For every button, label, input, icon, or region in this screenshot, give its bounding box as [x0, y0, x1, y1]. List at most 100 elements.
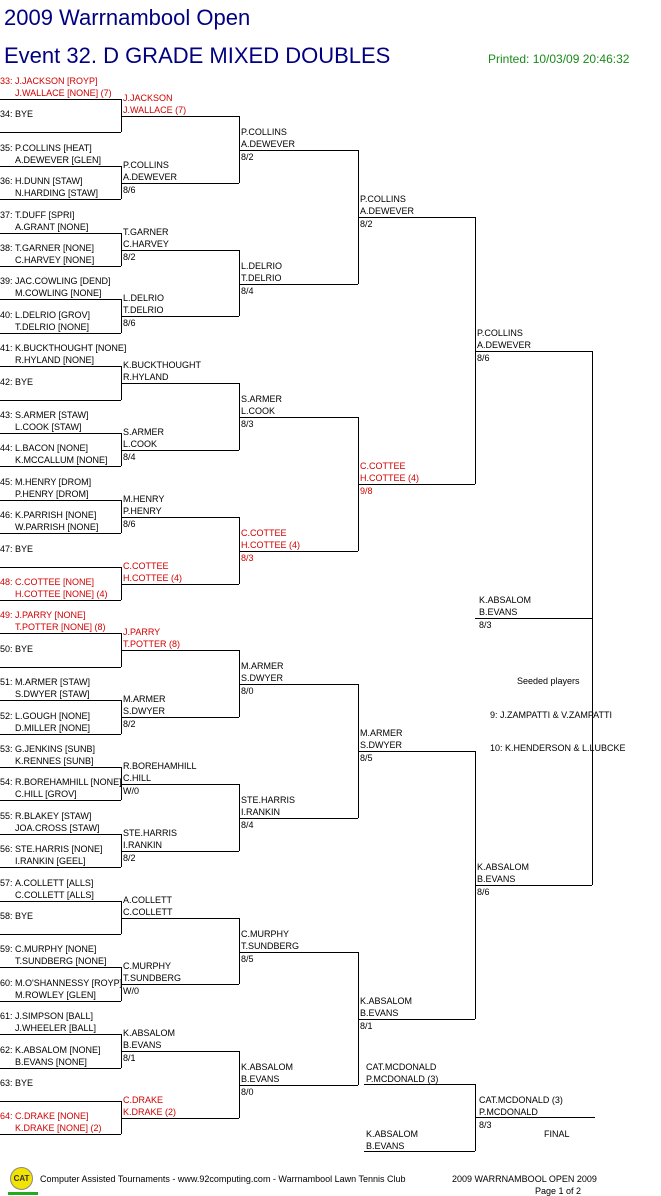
entry-player-b: W.PARRISH [NONE] [15, 522, 99, 533]
entry-player-b: T.SUNDBERG [NONE] [15, 956, 107, 967]
match-score: 8/6 [123, 518, 136, 529]
entry-player-b: M.ROWLEY [GLEN] [15, 989, 96, 1000]
footer-page: Page 1 of 2 [535, 1186, 582, 1196]
entry-number: 42: [0, 376, 13, 387]
playoff-bot-b: B.EVANS [366, 1141, 405, 1151]
entry-player-a: L.BACON [NONE] [15, 443, 89, 454]
match-winner-a: C.MURPHY [241, 928, 290, 939]
match-score: 8/0 [241, 1087, 254, 1098]
entry-player-a: K.PARRISH [NONE] [15, 510, 97, 521]
event-title: Event 32. D GRADE MIXED DOUBLES [4, 43, 391, 68]
match-winner-a: K.ABSALOM [241, 1062, 294, 1073]
match-score: 8/3 [241, 419, 254, 430]
match-score: 8/2 [241, 152, 254, 162]
entry-player-b: T.POTTER [NONE] (8) [15, 622, 106, 633]
match-score: 9/8 [360, 486, 373, 497]
cat-logo: CAT [10, 1167, 33, 1190]
entry-number: 49: [0, 610, 13, 621]
match-winner-b: H.COTTEE (4) [241, 539, 301, 550]
match-score: 8/4 [123, 452, 136, 462]
match-winner-b: A.DEWEVER [477, 340, 532, 350]
match-winner-b: S.DWYER [360, 740, 403, 751]
entry-number: 45: [0, 476, 13, 487]
entry-number: 41: [0, 343, 13, 354]
match-score: 8/4 [241, 285, 254, 296]
match-score: 8/6 [123, 318, 136, 329]
entry-player-b: R.HYLAND [NONE] [15, 355, 95, 366]
entry-number: 39: [0, 276, 13, 287]
entry-number: 46: [0, 510, 13, 521]
match-winner-a: A.COLLETT [123, 894, 173, 905]
entry-number: 53: [0, 744, 13, 754]
match-winner-a: S.ARMER [123, 427, 165, 437]
entry-player-a: J.SIMPSON [BALL] [15, 1011, 94, 1022]
match-winner-b: I.RANKIN [123, 839, 163, 850]
footer-left: Computer Assisted Tournaments - www.92co… [40, 1174, 406, 1184]
entry-player-a: J.PARRY [NONE] [15, 610, 86, 621]
playoff-winner-b: P.MCDONALD [479, 1107, 538, 1117]
match-score: 8/1 [123, 1053, 136, 1064]
match-winner-b: H.COTTEE (4) [360, 473, 420, 484]
match-winner-a: K.BUCKTHOUGHT [123, 360, 202, 371]
entry-number: 64: [0, 1111, 13, 1122]
match-winner-b: A.DEWEVER [360, 206, 415, 216]
match-winner-b: L.COOK [241, 406, 276, 417]
entry-number: 50: [0, 643, 13, 654]
entry-player-b: B.EVANS [NONE] [15, 1056, 87, 1067]
match-score: 8/3 [241, 552, 254, 563]
entry-player-b: C.HARVEY [NONE] [15, 255, 95, 265]
entry-player-a: K.ABSALOM [NONE] [15, 1044, 101, 1055]
match-score: 8/6 [477, 353, 490, 363]
match-winner-b: B.EVANS [477, 874, 516, 885]
match-winner-b: J.WALLACE (7) [123, 105, 187, 115]
entry-player-a: S.ARMER [STAW] [15, 410, 89, 420]
seeded-item: 10: K.HENDERSON & L.LUBCKE [490, 743, 626, 753]
playoff-bot-a: K.ABSALOM [366, 1129, 419, 1139]
entry-number: 48: [0, 577, 13, 587]
match-winner-a: T.GARNER [123, 226, 169, 237]
entry-number: 54: [0, 777, 13, 788]
match-winner-b: T.SUNDBERG [123, 973, 182, 984]
match-winner-a: J.JACKSON [123, 93, 173, 103]
match-score: 8/1 [360, 1020, 373, 1031]
entry-player-a: K.BUCKTHOUGHT [NONE] [15, 343, 127, 354]
entry-player-b: T.DELRIO [NONE] [15, 321, 90, 332]
entry-player-b: J.WHEELER [BALL] [15, 1023, 97, 1034]
entry-number: 36: [0, 176, 13, 187]
match-winner-b: T.POTTER (8) [123, 639, 181, 650]
entry-number: 63: [0, 1078, 13, 1088]
playoff-top-a: CAT.MCDONALD [366, 1062, 437, 1072]
entry-player-a: J.JACKSON [ROYP] [15, 76, 98, 86]
match-score: 8/5 [241, 953, 254, 964]
entry-player-b: I.RANKIN [GEEL] [15, 856, 86, 867]
entry-number: 44: [0, 443, 13, 454]
entry-player-b: K.RENNES [SUNB] [15, 756, 94, 766]
match-score: 8/4 [241, 820, 254, 830]
match-winner-b: T.SUNDBERG [241, 940, 300, 951]
logo-underline [8, 1192, 38, 1195]
match-winner-a: K.ABSALOM [477, 862, 530, 873]
entry-player-a: H.DUNN [STAW] [15, 176, 83, 187]
entry-number: 37: [0, 209, 13, 220]
footer-right: 2009 WARRNAMBOOL OPEN 2009 [452, 1174, 597, 1184]
entry-player-a: R.BLAKEY [STAW] [15, 810, 92, 821]
entry-player-b: A.GRANT [NONE] [15, 221, 89, 232]
entry-player-b: L.COOK [STAW] [15, 422, 82, 432]
entry-number: 43: [0, 410, 13, 420]
match-winner-a: K.ABSALOM [360, 995, 413, 1006]
entry-number: 40: [0, 309, 13, 320]
match-winner-a: P.COLLINS [477, 328, 523, 338]
match-winner-b: A.DEWEVER [123, 171, 178, 182]
entry-player-a: BYE [15, 376, 34, 387]
entry-player-b: H.COTTEE [NONE] (4) [15, 589, 108, 599]
entry-player-b: M.COWLING [NONE] [15, 288, 102, 299]
entry-player-a: BYE [15, 911, 34, 921]
entry-player-b: A.DEWEVER [GLEN] [15, 154, 102, 165]
match-winner-a: STE.HARRIS [241, 795, 296, 805]
match-score: 8/5 [360, 753, 373, 764]
semi-player-a: K.ABSALOM [479, 595, 532, 605]
entry-player-b: K.MCCALLUM [NONE] [15, 455, 108, 466]
entry-number: 47: [0, 543, 13, 554]
entry-player-a: G.JENKINS [SUNB] [15, 744, 96, 754]
match-winner-a: K.ABSALOM [123, 1028, 176, 1039]
